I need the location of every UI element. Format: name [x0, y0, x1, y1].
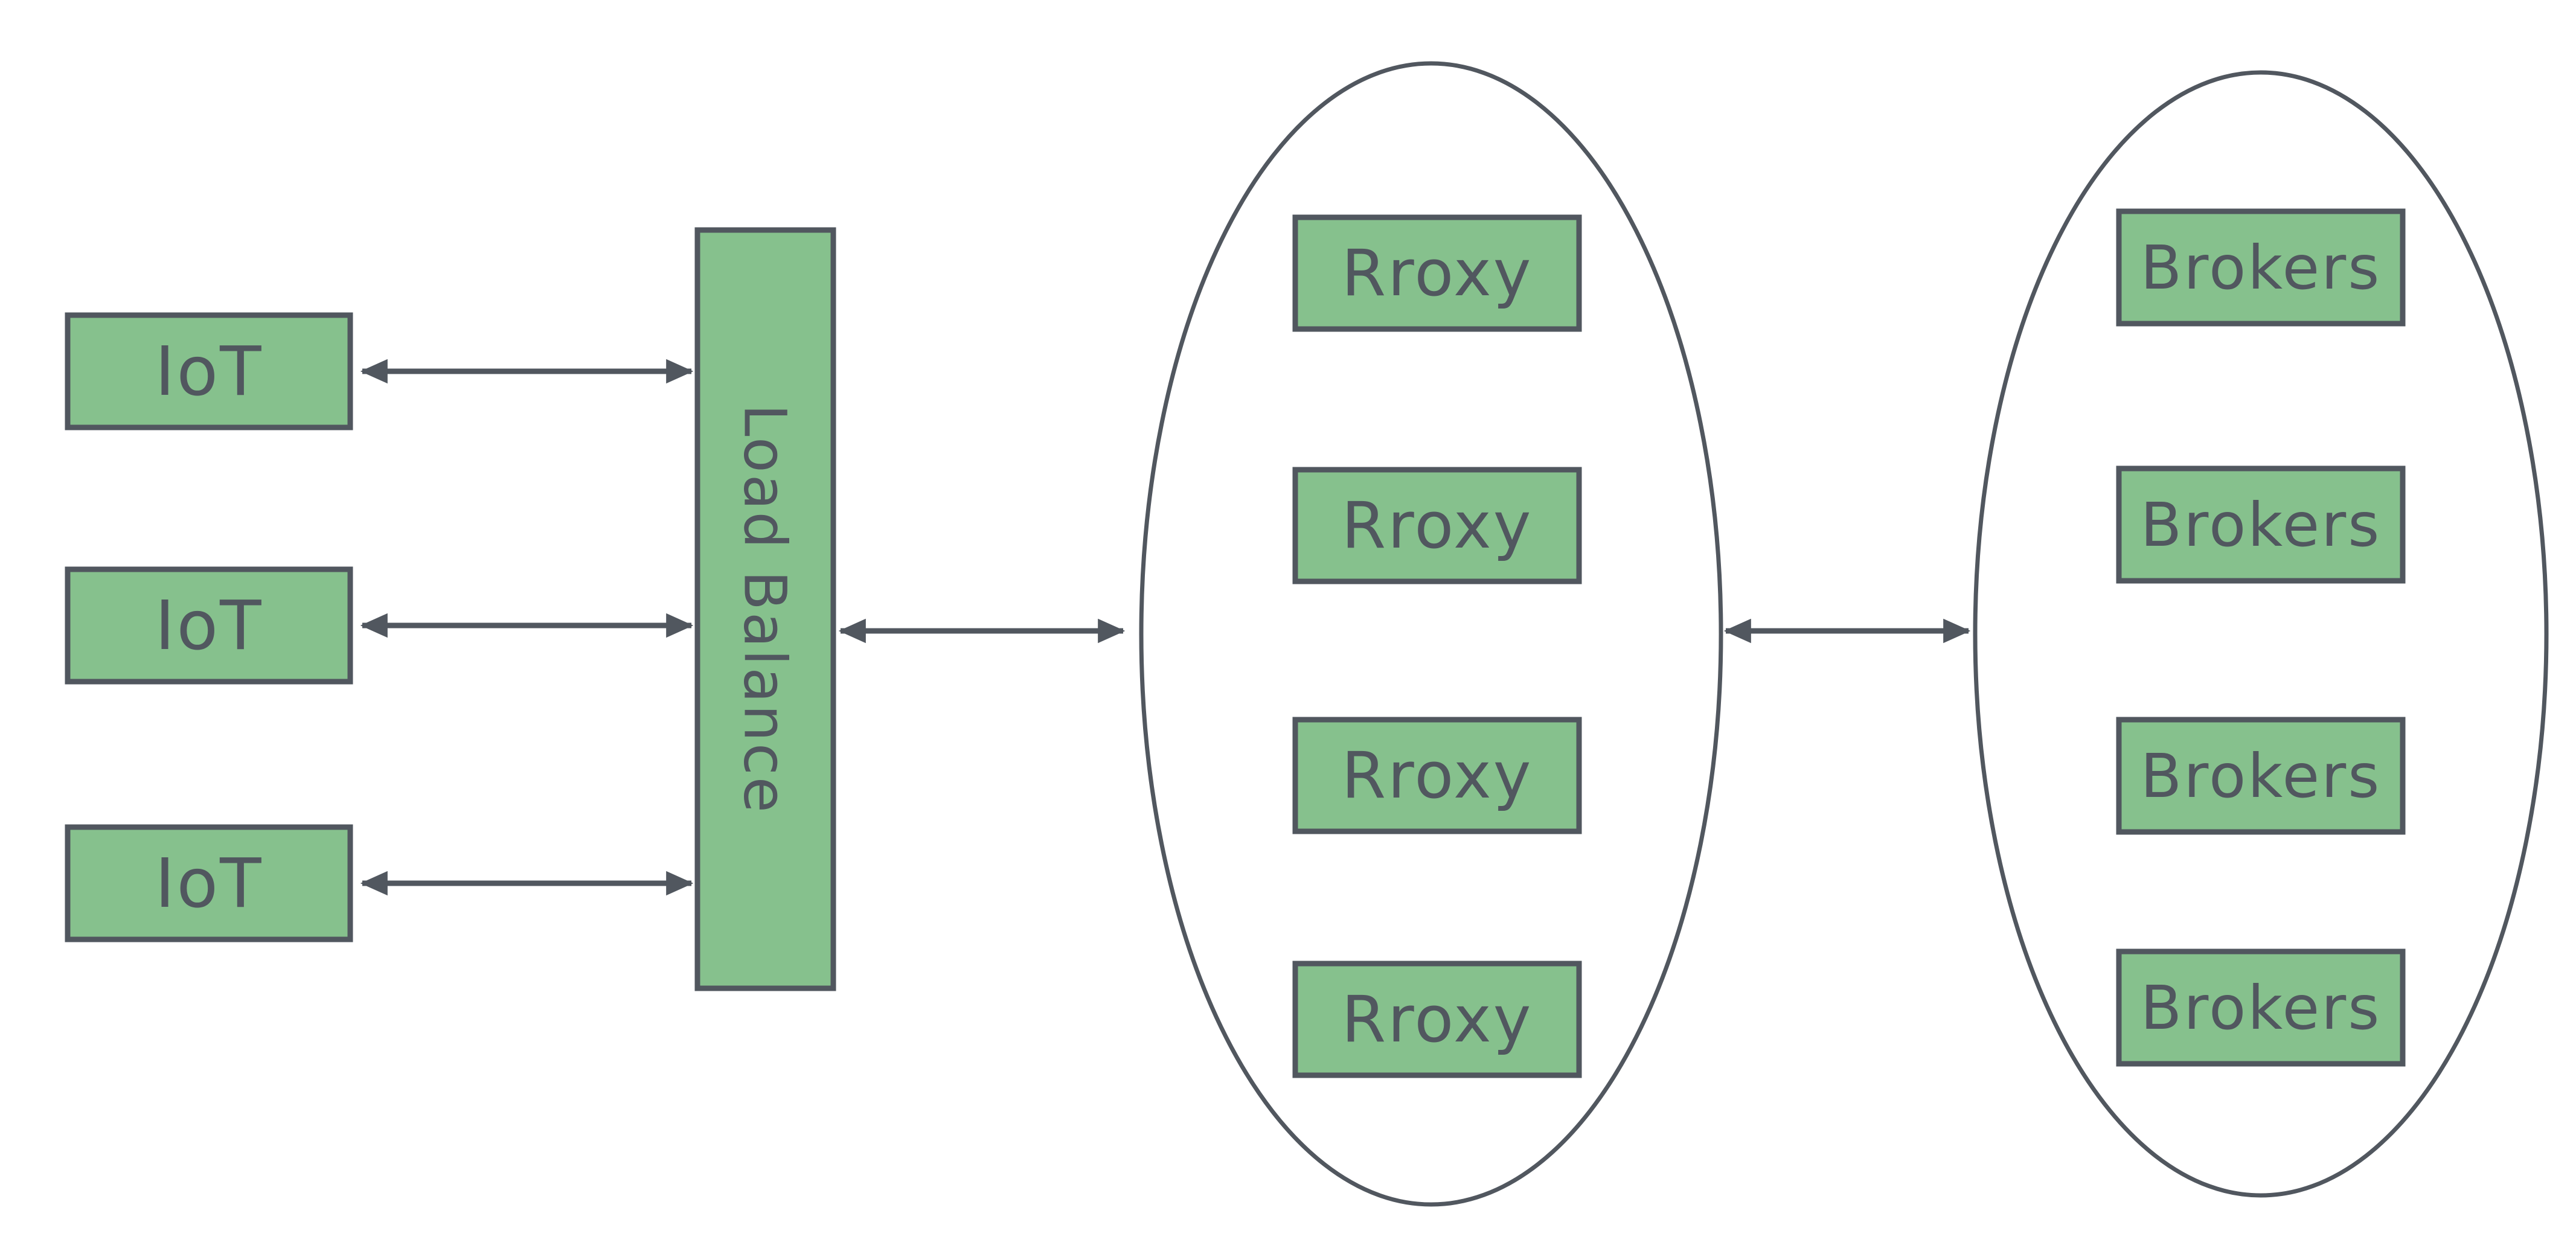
iot-node-1: IoT: [65, 312, 353, 430]
iot-node-3-label: IoT: [155, 845, 263, 923]
broker-node-3-label: Brokers: [2141, 741, 2382, 811]
proxy-node-2-label: Rroxy: [1342, 488, 1533, 563]
load-balancer-label: Load Balance: [731, 404, 798, 814]
iot-node-3: IoT: [65, 824, 353, 942]
proxy-node-1-box: [1292, 214, 1582, 332]
broker-node-2-box: [2116, 465, 2406, 584]
iot-node-3-box: [65, 824, 353, 942]
iot-node-1-box: [65, 312, 353, 430]
broker-node-2: Brokers: [2116, 465, 2406, 584]
broker-node-1-label: Brokers: [2141, 232, 2382, 303]
broker-node-1-box: [2116, 208, 2406, 327]
proxy-node-4-box: [1292, 961, 1582, 1078]
proxy-node-3-box: [1292, 717, 1582, 834]
broker-node-4-label: Brokers: [2141, 973, 2382, 1043]
load-balancer-box: [694, 227, 836, 991]
broker-cluster-ellipse: [1973, 70, 2549, 1198]
proxy-node-3-label: Rroxy: [1342, 738, 1533, 813]
load-balancer-node: Load Balance: [694, 227, 836, 991]
broker-node-1: Brokers: [2116, 208, 2406, 327]
broker-node-2-label: Brokers: [2141, 490, 2382, 560]
broker-node-4-box: [2116, 948, 2406, 1067]
proxy-node-2: Rroxy: [1292, 467, 1582, 584]
proxy-node-2-box: [1292, 467, 1582, 584]
iot-node-2-label: IoT: [155, 587, 263, 665]
broker-node-3-box: [2116, 717, 2406, 835]
iot-node-2: IoT: [65, 566, 353, 685]
broker-node-3: Brokers: [2116, 717, 2406, 835]
proxy-node-1-label: Rroxy: [1342, 236, 1533, 310]
proxy-cluster-ellipse: [1139, 61, 1723, 1207]
proxy-node-4: Rroxy: [1292, 961, 1582, 1078]
proxy-node-1: Rroxy: [1292, 214, 1582, 332]
proxy-node-4-label: Rroxy: [1342, 982, 1533, 1057]
broker-node-4: Brokers: [2116, 948, 2406, 1067]
proxy-node-3: Rroxy: [1292, 717, 1582, 834]
iot-node-1-label: IoT: [155, 333, 263, 411]
iot-node-2-box: [65, 566, 353, 685]
